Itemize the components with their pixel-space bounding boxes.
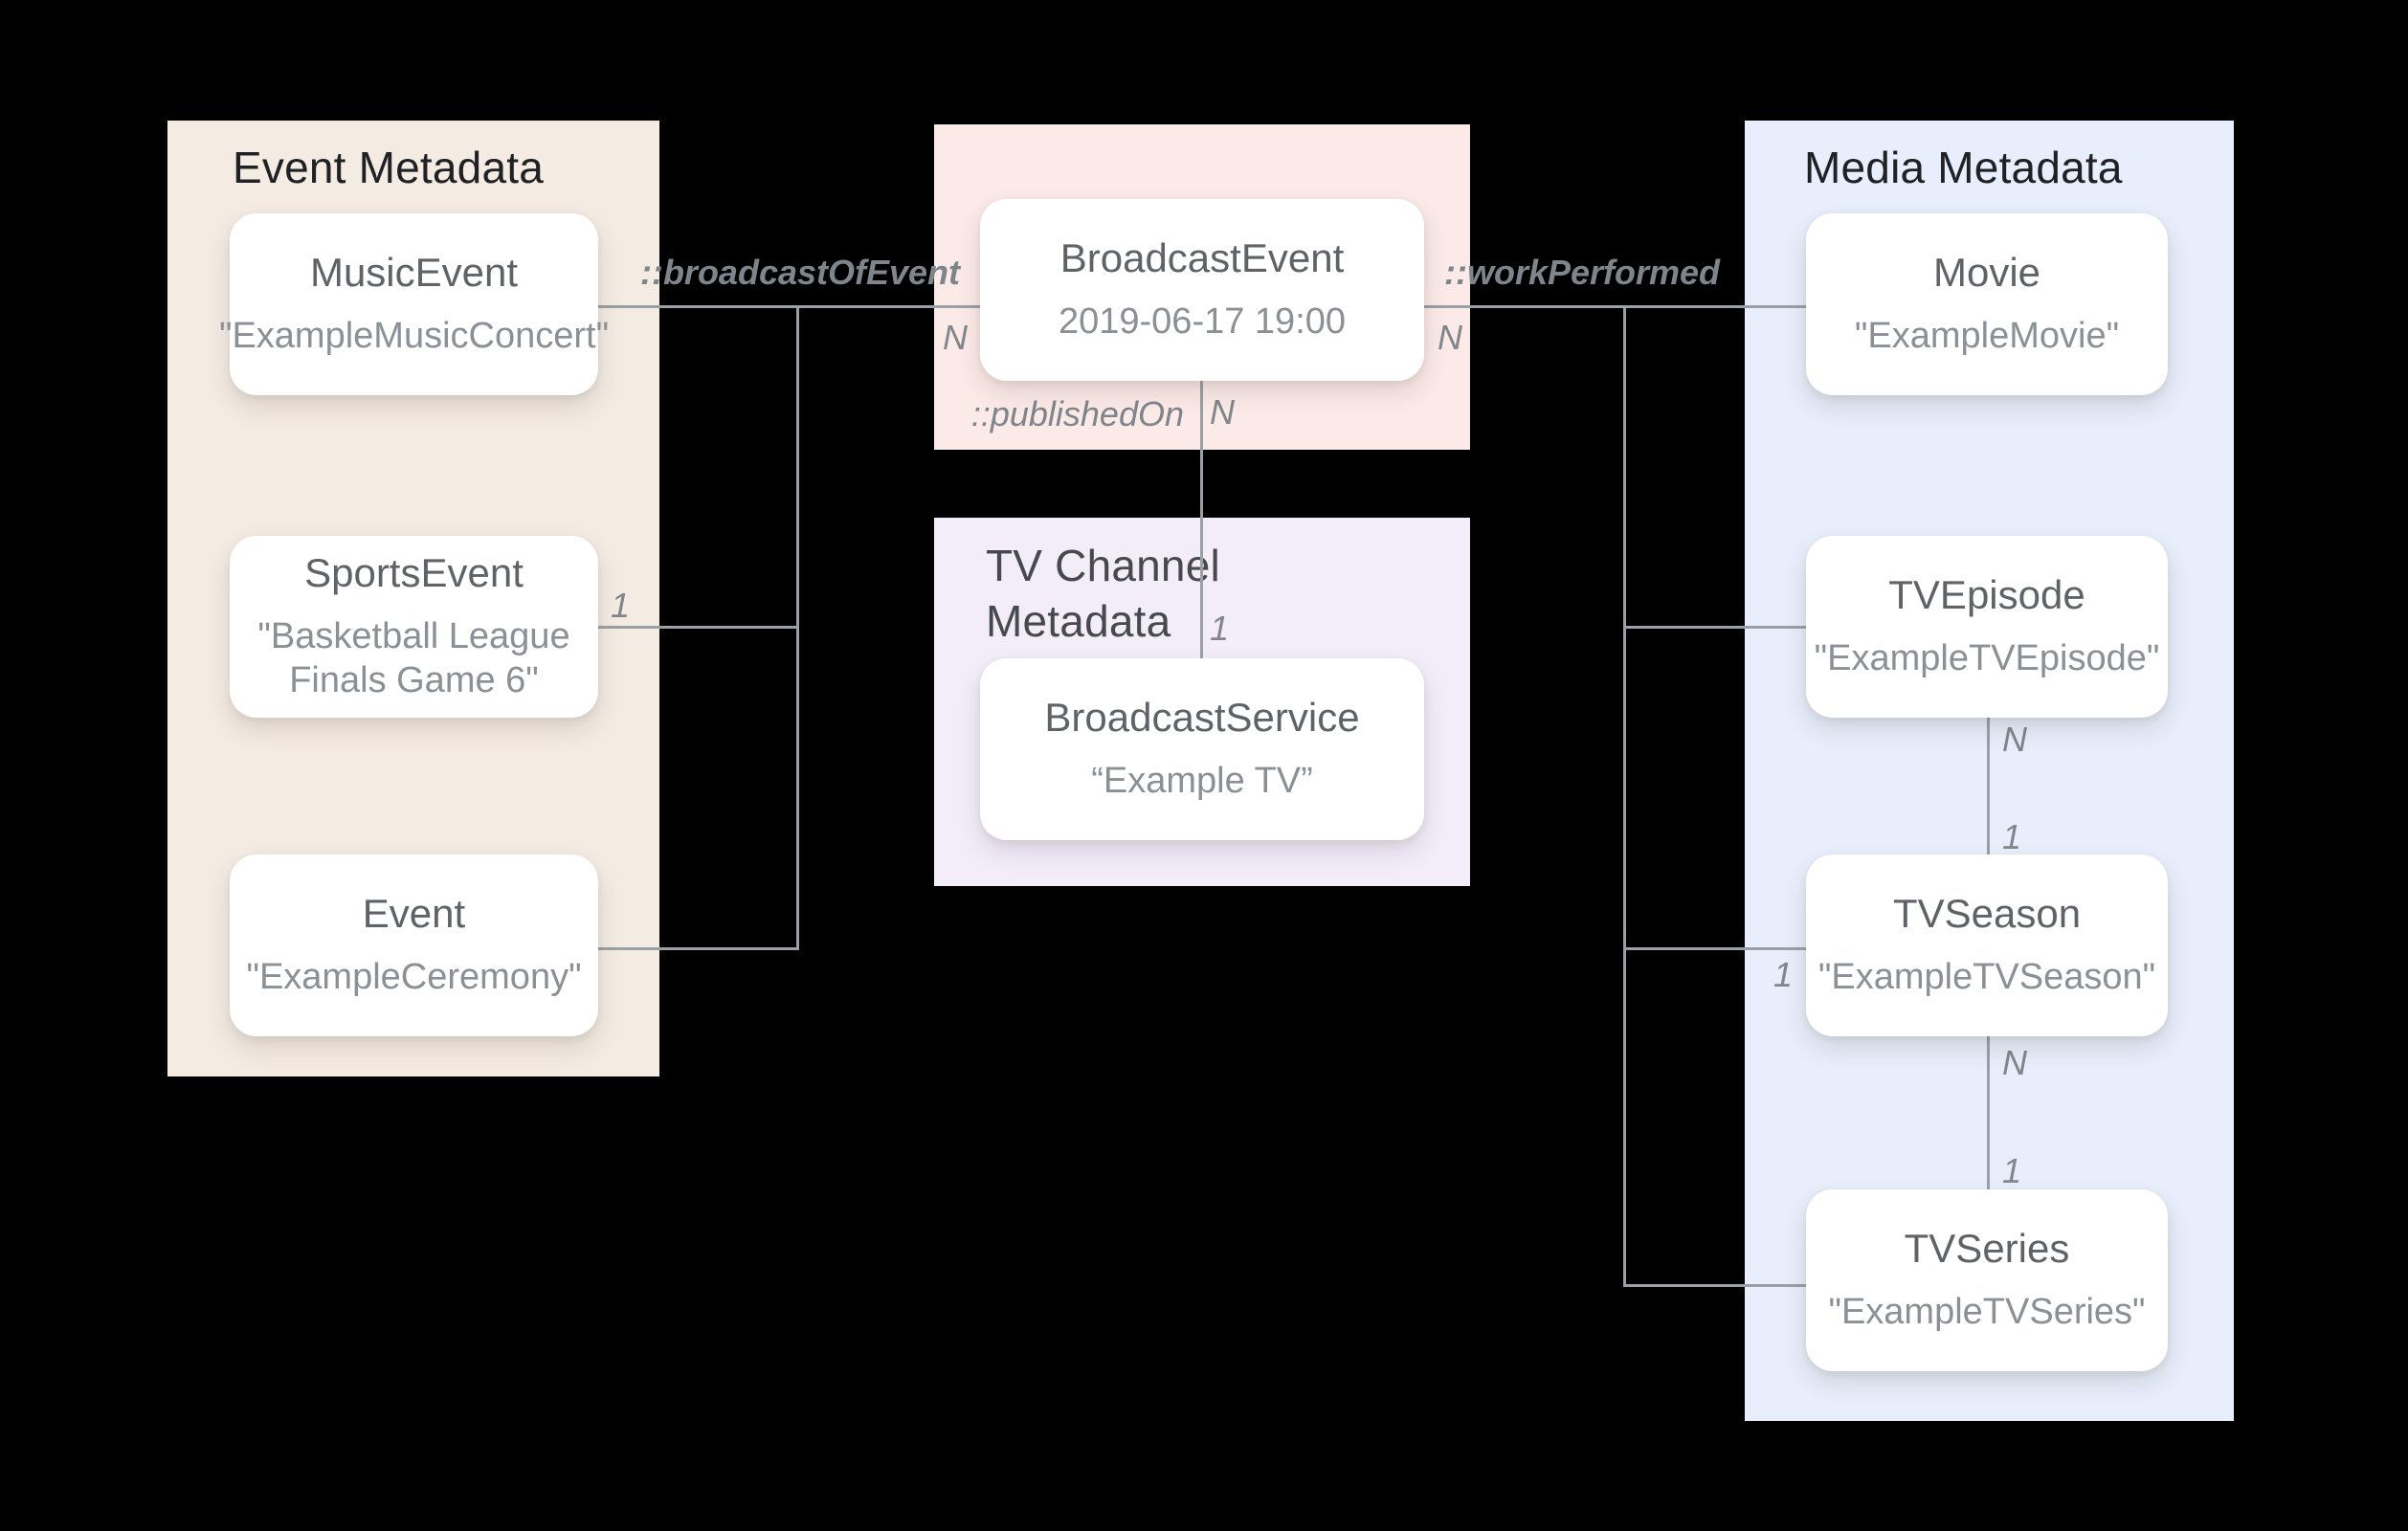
node-event-title: Event xyxy=(362,890,466,936)
node-music-event-value: "ExampleMusicConcert" xyxy=(218,315,610,356)
connector-event-branch xyxy=(598,947,799,950)
node-music-event: MusicEvent "ExampleMusicConcert" xyxy=(219,213,609,395)
node-movie-value: "ExampleMovie" xyxy=(1854,315,2120,356)
node-music-event-title: MusicEvent xyxy=(309,249,519,295)
connector-tvseason-branch xyxy=(1623,947,1806,950)
work-performed-label: ::workPerformed xyxy=(1443,253,1721,292)
connector-tvseason-tvseries xyxy=(1987,1036,1990,1189)
cardinality-1-published: 1 xyxy=(1210,609,1230,648)
node-broadcast-service-title: BroadcastService xyxy=(1044,694,1360,740)
published-on-label: ::publishedOn xyxy=(970,394,1184,433)
node-tv-season-value: "ExampleTVSeason" xyxy=(1817,956,2156,997)
cardinality-1-tvseason-left: 1 xyxy=(1773,955,1794,994)
connector-broadcastevent-movie xyxy=(1424,305,1806,308)
cardinality-n-published: N xyxy=(1210,392,1235,432)
cardinality-n-episode-season: N xyxy=(2002,720,2027,759)
node-tv-series-value: "ExampleTVSeries" xyxy=(1828,1291,2146,1332)
cardinality-n-season-series: N xyxy=(2002,1043,2027,1082)
cardinality-1-sports: 1 xyxy=(610,586,631,625)
node-tv-episode-value: "ExampleTVEpisode" xyxy=(1814,637,2160,678)
connector-publishedon-vertical xyxy=(1200,381,1203,658)
node-movie: Movie "ExampleMovie" xyxy=(1806,213,2168,395)
connector-tvseries-branch xyxy=(1623,1284,1806,1287)
node-tv-series-title: TVSeries xyxy=(1904,1225,2070,1271)
node-movie-title: Movie xyxy=(1932,249,2041,295)
connector-right-collector-vertical xyxy=(1623,305,1626,1287)
node-tv-episode: TVEpisode "ExampleTVEpisode" xyxy=(1806,536,2168,718)
node-tv-series: TVSeries "ExampleTVSeries" xyxy=(1806,1189,2168,1371)
connector-sportsevent-branch xyxy=(598,626,799,629)
node-tv-season-title: TVSeason xyxy=(1892,890,2082,936)
cardinality-1-season-series: 1 xyxy=(2002,1151,2022,1190)
node-sports-event-value: "Basketball League Finals Game 6" xyxy=(257,615,570,701)
media-metadata-title: Media Metadata xyxy=(1804,143,2123,192)
node-broadcast-event-value: 2019-06-17 19:00 xyxy=(1058,300,1347,342)
connector-tvepisode-branch xyxy=(1623,626,1806,629)
node-event: Event "ExampleCeremony" xyxy=(230,854,598,1036)
node-tv-episode-title: TVEpisode xyxy=(1888,571,2085,617)
tv-channel-metadata-title: TV Channel Metadata xyxy=(986,541,1220,646)
node-sports-event-title: SportsEvent xyxy=(304,549,524,595)
event-metadata-title: Event Metadata xyxy=(233,143,545,192)
node-broadcast-event-title: BroadcastEvent xyxy=(1059,234,1345,280)
cardinality-1-episode-season: 1 xyxy=(2002,817,2022,856)
node-event-value: "ExampleCeremony" xyxy=(246,956,582,997)
connector-tvepisode-tvseason xyxy=(1987,718,1990,854)
node-broadcast-service: BroadcastService “Example TV” xyxy=(980,658,1424,840)
node-sports-event: SportsEvent "Basketball League Finals Ga… xyxy=(230,536,598,718)
broadcast-of-event-label: ::broadcastOfEvent xyxy=(639,253,961,292)
node-tv-season: TVSeason "ExampleTVSeason" xyxy=(1806,854,2168,1036)
cardinality-n-broadcast-left: N xyxy=(943,318,968,357)
node-broadcast-event: BroadcastEvent 2019-06-17 19:00 xyxy=(980,199,1424,381)
cardinality-n-broadcast-right: N xyxy=(1438,318,1462,357)
node-broadcast-service-value: “Example TV” xyxy=(1091,760,1313,801)
connector-musicevent-broadcastevent xyxy=(598,305,980,308)
